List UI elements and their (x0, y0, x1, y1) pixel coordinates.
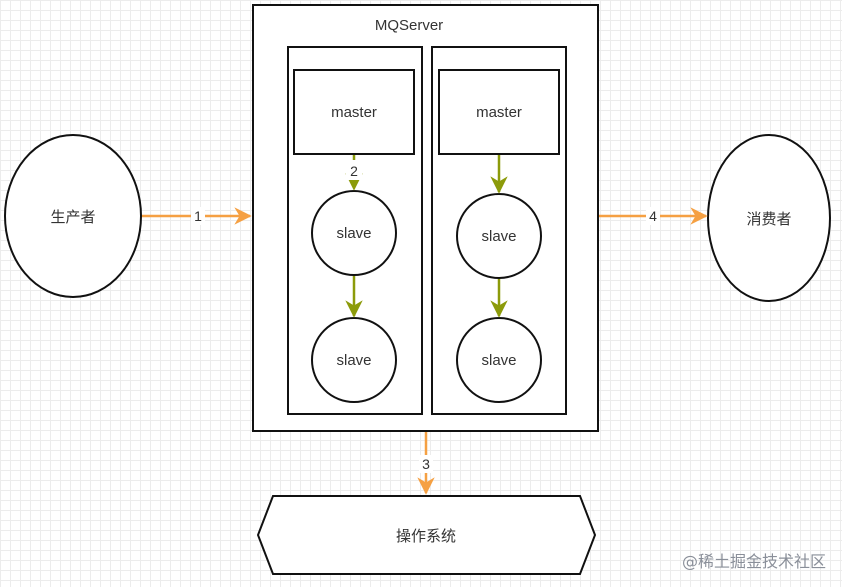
edge-1-label-bg (191, 207, 205, 225)
edge-2-label: 2 (350, 163, 358, 179)
master-right-label: master (476, 104, 522, 121)
edge-3-label: 3 (422, 456, 430, 472)
edge-2-label-bg (346, 162, 362, 180)
slave-left-1-label: slave (336, 225, 371, 242)
watermark-text: @稀土掘金技术社区 (682, 552, 826, 571)
producer-node (4, 134, 142, 298)
slave-node-left-1 (311, 190, 397, 276)
master-node-right (438, 69, 560, 155)
os-node (256, 495, 597, 575)
consumer-node (707, 134, 831, 302)
slave-right-2-label: slave (481, 352, 516, 369)
slave-right-1-label: slave (481, 228, 516, 245)
slave-left-2-label: slave (336, 352, 371, 369)
slave-node-left-2 (311, 317, 397, 403)
os-label: 操作系统 (396, 527, 456, 545)
master-node-left (293, 69, 415, 155)
edge-4-label: 4 (649, 208, 657, 224)
slave-node-right-2 (456, 317, 542, 403)
master-left-label: master (331, 104, 377, 121)
consumer-label: 消费者 (746, 210, 791, 228)
edge-4-label-bg (646, 207, 660, 225)
producer-label: 生产者 (50, 208, 95, 226)
edge-1-label: 1 (194, 208, 202, 224)
slave-node-right-1 (456, 193, 542, 279)
mqserver-title: MQServer (375, 17, 443, 34)
edge-3-label-bg (419, 455, 433, 473)
